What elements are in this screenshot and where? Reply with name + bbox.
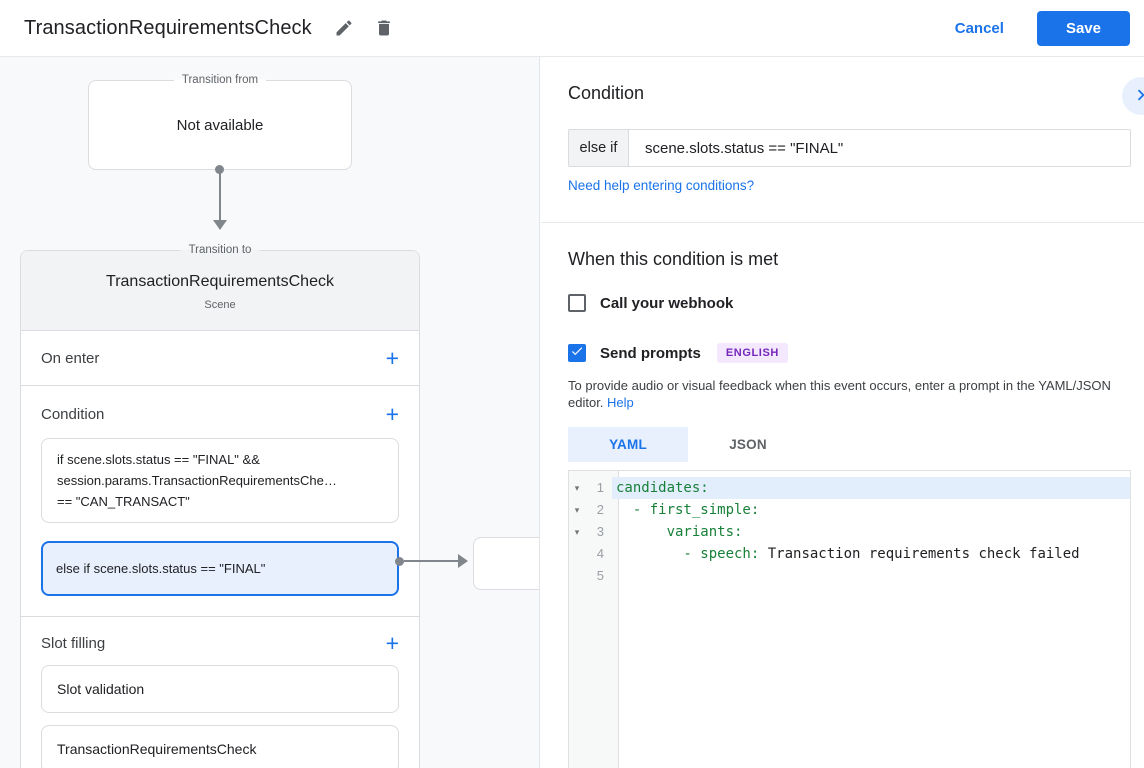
- top-header: TransactionRequirementsCheck Cancel Save: [0, 0, 1144, 57]
- condition-line: == "CAN_TRANSACT": [57, 491, 383, 512]
- page-title: TransactionRequirementsCheck: [24, 17, 312, 40]
- code-line[interactable]: 4 - speech: Transaction requirements che…: [569, 543, 1130, 565]
- yaml-key: - speech:: [616, 546, 759, 562]
- slot-item-validation[interactable]: Slot validation: [41, 665, 399, 713]
- scene-name: TransactionRequirementsCheck: [21, 273, 419, 291]
- condition-item-if[interactable]: if scene.slots.status == "FINAL" && sess…: [41, 438, 399, 523]
- chevron-right-icon: [1130, 84, 1144, 109]
- checkmark-icon: [570, 344, 584, 363]
- conditions-help-link[interactable]: Need help entering conditions?: [568, 178, 754, 193]
- code-line[interactable]: 5: [569, 565, 1130, 587]
- send-prompts-checkbox[interactable]: [568, 344, 586, 362]
- line-number: 5: [585, 565, 612, 587]
- scene-card-header[interactable]: TransactionRequirementsCheck Scene: [21, 251, 419, 331]
- on-enter-row: On enter +: [21, 331, 419, 386]
- connector-arrowhead-icon: [213, 220, 227, 230]
- code-line[interactable]: ▾ 2 - first_simple:: [569, 499, 1130, 521]
- editor-format-tabs: YAML JSON: [568, 427, 808, 462]
- connector-dot: [395, 557, 404, 566]
- fold-arrow-icon[interactable]: ▾: [569, 521, 585, 543]
- add-slot-button[interactable]: +: [386, 633, 399, 653]
- code-line[interactable]: ▾ 3 variants:: [569, 521, 1130, 543]
- webhook-label: Call your webhook: [600, 295, 733, 312]
- line-number: 4: [585, 543, 612, 565]
- line-number: 1: [585, 477, 612, 499]
- panel-title: Condition: [568, 83, 644, 104]
- yaml-code-editor[interactable]: ▾ 1 candidates: ▾ 2 - first_simple: ▾ 3 …: [568, 470, 1131, 768]
- language-badge: ENGLISH: [717, 343, 788, 363]
- line-number: 2: [585, 499, 612, 521]
- section-divider: [541, 222, 1144, 223]
- transition-to-card: Transition to TransactionRequirementsChe…: [20, 250, 420, 768]
- send-prompts-row[interactable]: Send prompts ENGLISH: [568, 343, 788, 363]
- condition-expression-input[interactable]: [629, 130, 1130, 166]
- pencil-icon: [334, 18, 354, 38]
- yaml-value: Transaction requirements check failed: [759, 546, 1079, 562]
- slot-item-transaction[interactable]: TransactionRequirementsCheck: [41, 725, 399, 768]
- connector-arrowhead-icon: [458, 554, 468, 568]
- condition-prefix-label: else if: [569, 130, 629, 166]
- transition-to-legend: Transition to: [181, 242, 260, 257]
- fold-arrow-icon[interactable]: ▾: [569, 499, 585, 521]
- fold-arrow-icon[interactable]: ▾: [569, 477, 585, 499]
- transition-from-value: Not available: [177, 117, 264, 134]
- edit-scene-button[interactable]: [330, 14, 358, 42]
- add-icon: +: [386, 630, 399, 656]
- send-prompts-label: Send prompts: [600, 345, 701, 362]
- prompt-description: To provide audio or visual feedback when…: [568, 377, 1116, 411]
- save-button[interactable]: Save: [1037, 11, 1130, 46]
- condition-item-elseif-selected[interactable]: else if scene.slots.status == "FINAL": [41, 541, 399, 596]
- condition-line: else if scene.slots.status == "FINAL": [56, 558, 384, 579]
- condition-section: Condition + if scene.slots.status == "FI…: [21, 386, 419, 617]
- yaml-key: candidates:: [616, 480, 709, 496]
- scene-type-label: Scene: [21, 299, 419, 311]
- flow-canvas: Transition from Not available Transition…: [0, 57, 540, 768]
- condition-line: session.params.TransactionRequirementsCh…: [57, 470, 383, 491]
- line-number: 3: [585, 521, 612, 543]
- condition-expression-row: else if: [568, 129, 1131, 167]
- condition-detail-panel: Condition else if Need help entering con…: [541, 57, 1144, 768]
- tab-json[interactable]: JSON: [688, 427, 808, 462]
- condition-met-title: When this condition is met: [568, 249, 778, 270]
- call-webhook-row[interactable]: Call your webhook: [568, 294, 733, 312]
- webhook-checkbox[interactable]: [568, 294, 586, 312]
- condition-line: if scene.slots.status == "FINAL" &&: [57, 449, 383, 470]
- connector-line: [404, 560, 460, 562]
- add-condition-button[interactable]: +: [386, 404, 399, 424]
- transition-from-box: Transition from Not available: [88, 80, 352, 170]
- on-enter-label: On enter: [41, 350, 99, 367]
- condition-section-label: Condition: [41, 406, 104, 423]
- yaml-key: - first_simple:: [616, 502, 759, 518]
- cancel-button[interactable]: Cancel: [955, 20, 1004, 37]
- slot-filling-label: Slot filling: [41, 635, 105, 652]
- add-icon: +: [386, 345, 399, 371]
- tab-yaml[interactable]: YAML: [568, 427, 688, 462]
- add-on-enter-button[interactable]: +: [386, 348, 399, 368]
- transition-target-box[interactable]: [473, 537, 540, 590]
- transition-from-legend: Transition from: [174, 72, 266, 87]
- yaml-key: variants:: [616, 524, 742, 540]
- code-line[interactable]: ▾ 1 candidates:: [569, 477, 1130, 499]
- slot-filling-section: Slot filling + Slot validation Transacti…: [21, 617, 419, 768]
- collapse-panel-button[interactable]: [1122, 77, 1144, 115]
- trash-icon: [374, 18, 394, 38]
- prompt-help-link[interactable]: Help: [607, 395, 634, 410]
- connector-line: [219, 170, 221, 222]
- add-icon: +: [386, 401, 399, 427]
- delete-scene-button[interactable]: [370, 14, 398, 42]
